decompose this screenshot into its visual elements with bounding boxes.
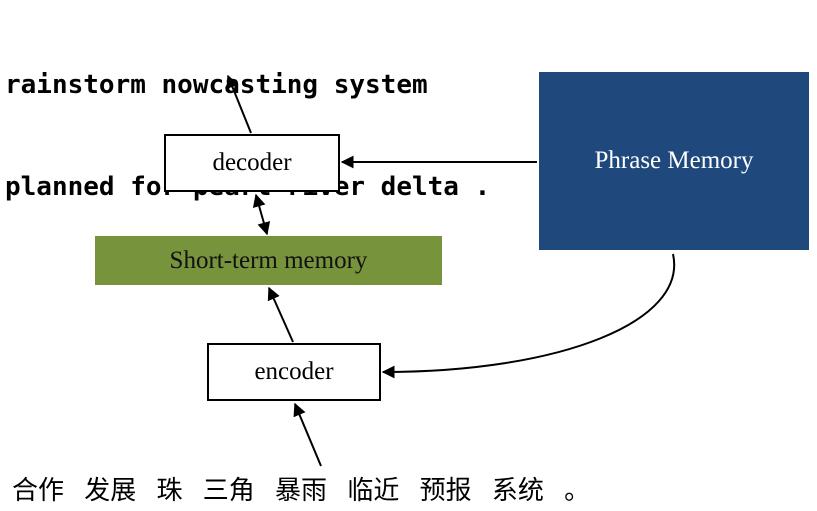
output-sentence-line-1: rainstorm nowcasting system: [5, 70, 428, 100]
encoder-node: encoder: [207, 343, 381, 401]
short-term-memory-label: Short-term memory: [169, 246, 368, 274]
arrow-encoder-to-short-term-memory: [267, 286, 294, 343]
input-sentence: 合作 发展 珠 三角 暴雨 临近 预报 系统 。: [12, 476, 591, 506]
phrase-memory-label: Phrase Memory: [594, 147, 754, 174]
decoder-label: decoder: [212, 149, 292, 176]
phrase-memory-node: Phrase Memory: [539, 72, 809, 250]
encoder-label: encoder: [254, 358, 334, 385]
decoder-node: decoder: [164, 134, 340, 192]
short-term-memory-node: Short-term memory: [95, 236, 442, 285]
arrow-input-to-encoder: [293, 402, 322, 467]
